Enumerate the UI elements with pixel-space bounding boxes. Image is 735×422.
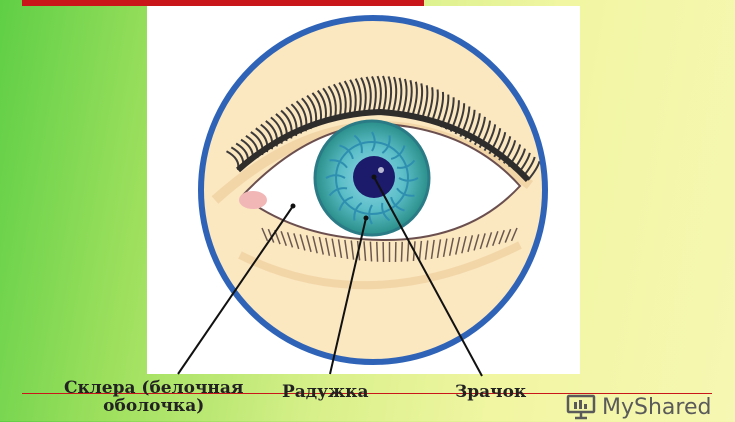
watermark-text: MyShared (602, 395, 711, 420)
label-sclera: Склера (белочная оболочка) (64, 379, 243, 415)
label-iris: Радужка (282, 383, 368, 401)
watermark: MyShared (566, 392, 711, 422)
label-sclera-line2: оболочка) (64, 397, 243, 415)
label-pupil: Зрачок (455, 383, 526, 401)
label-sclera-line1: Склера (белочная (64, 379, 243, 397)
presentation-icon (566, 394, 596, 420)
tear-duct (239, 191, 267, 209)
